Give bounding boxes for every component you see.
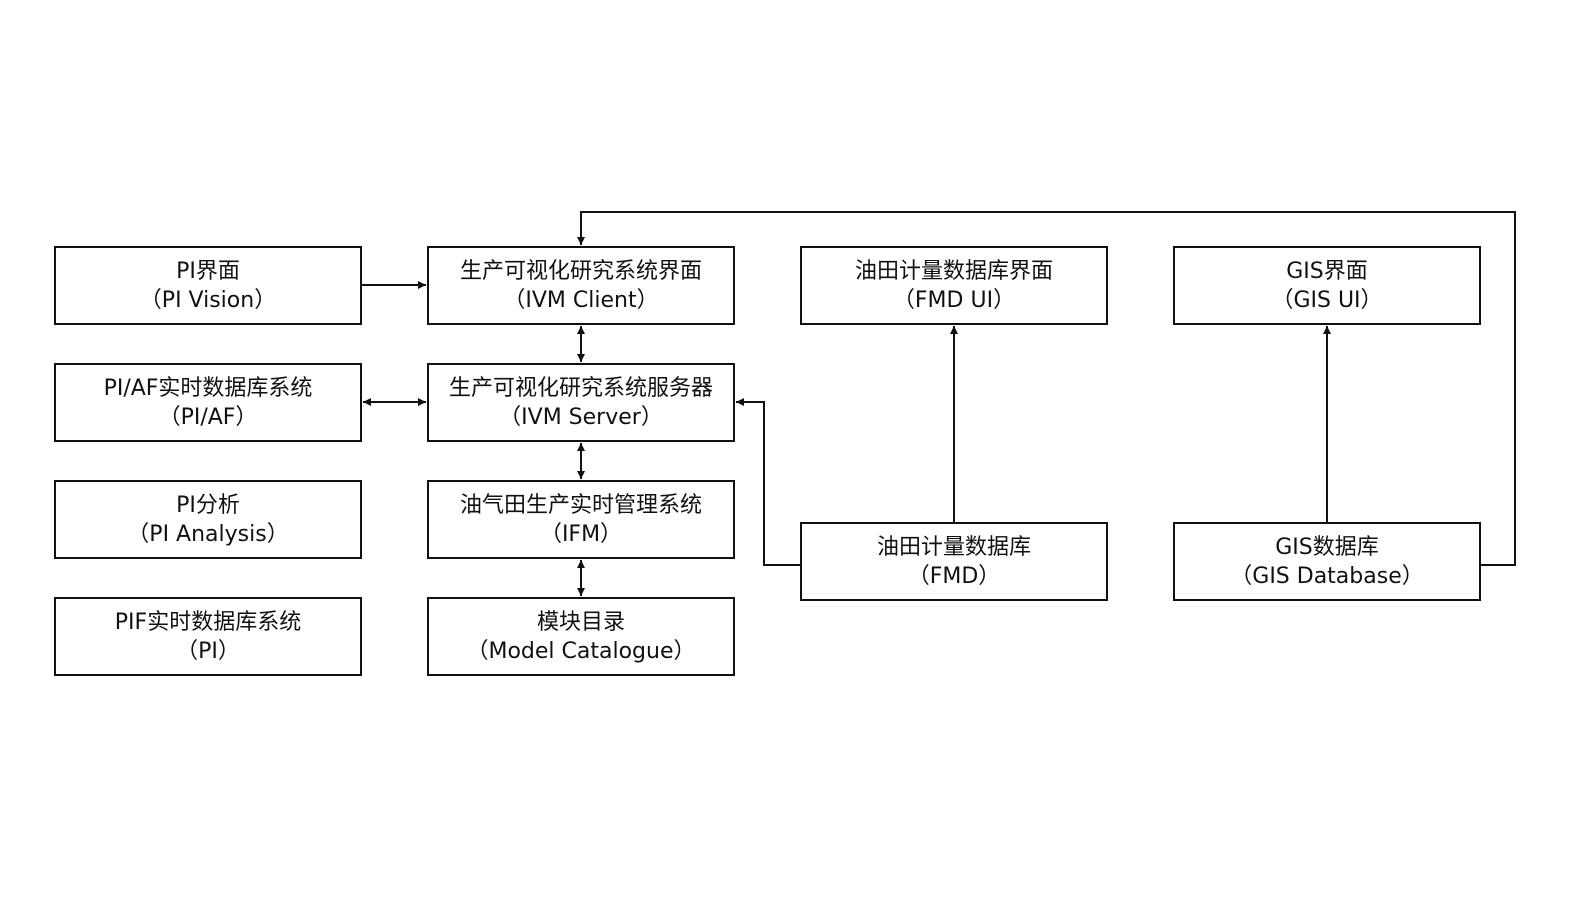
node-ivm-server: 生产可视化研究系统服务器 （IVM Server） [427,363,735,442]
node-pi-af: PI/AF实时数据库系统 （PI/AF） [54,363,362,442]
node-ifm: 油气田生产实时管理系统 （IFM） [427,480,735,559]
node-subtitle: （FMD UI） [892,287,1016,313]
node-subtitle: （FMD） [907,563,1001,589]
node-fmd: 油田计量数据库 （FMD） [800,522,1108,601]
node-subtitle: （GIS Database） [1230,563,1424,589]
node-title: PIF实时数据库系统 [114,609,302,635]
node-title: 生产可视化研究系统界面 [459,258,702,284]
node-title: 油田计量数据库 [876,534,1031,560]
node-title: GIS界面 [1286,258,1368,284]
node-subtitle: （PI Vision） [139,287,277,313]
node-pi-vision: PI界面 （PI Vision） [54,246,362,325]
node-pi: PIF实时数据库系统 （PI） [54,597,362,676]
node-title: 油田计量数据库界面 [854,258,1053,284]
node-model-catalogue: 模块目录 （Model Catalogue） [427,597,735,676]
node-ivm-client: 生产可视化研究系统界面 （IVM Client） [427,246,735,325]
node-subtitle: （IVM Server） [499,404,663,430]
node-gis-ui: GIS界面 （GIS UI） [1173,246,1481,325]
node-title: PI界面 [176,258,240,284]
node-title: 油气田生产实时管理系统 [459,492,702,518]
node-title: 模块目录 [536,609,625,635]
node-title: PI分析 [176,492,240,518]
arrow-fmd-to-ivm-server [736,398,800,566]
arrow-gis-db-to-ivm-client [577,211,1516,566]
node-fmd-ui: 油田计量数据库界面 （FMD UI） [800,246,1108,325]
node-subtitle: （Model Catalogue） [466,638,696,664]
node-title: PI/AF实时数据库系统 [103,375,313,401]
node-title: 生产可视化研究系统服务器 [448,375,713,401]
node-subtitle: （PI/AF） [158,404,258,430]
node-subtitle: （IFM） [539,521,623,547]
node-subtitle: （GIS UI） [1271,287,1383,313]
node-title: GIS数据库 [1275,534,1379,560]
node-pi-analysis: PI分析 （PI Analysis） [54,480,362,559]
node-subtitle: （IVM Client） [503,287,659,313]
node-subtitle: （PI） [176,638,240,664]
node-subtitle: （PI Analysis） [127,521,289,547]
node-gis-database: GIS数据库 （GIS Database） [1173,522,1481,601]
